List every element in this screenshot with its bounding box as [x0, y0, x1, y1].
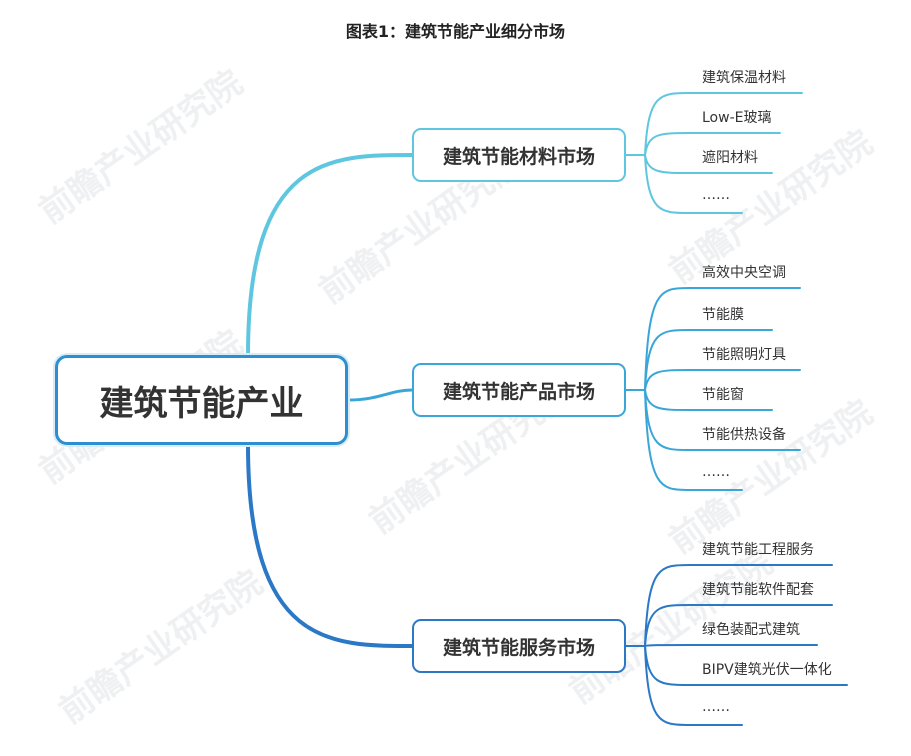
branch-node: 建筑节能服务市场 — [412, 619, 626, 673]
leaf-label: 建筑节能软件配套 — [702, 582, 814, 598]
leaf-connector — [644, 154, 743, 214]
leaf-label: 节能窗 — [702, 387, 744, 403]
leaf-connector — [644, 564, 833, 647]
leaf-connector — [644, 92, 803, 156]
root-node: 建筑节能产业 — [55, 355, 348, 445]
leaf-label: 遮阳材料 — [702, 150, 758, 166]
branch-node: 建筑节能材料市场 — [412, 128, 626, 182]
leaf-connector — [644, 329, 773, 391]
leaf-label: 节能供热设备 — [702, 427, 786, 443]
leaf-label: BIPV建筑光伏一体化 — [702, 662, 832, 678]
leaf-connector — [644, 644, 818, 647]
root-branch-connector — [346, 388, 414, 402]
chart-title: 图表1：建筑节能产业细分市场 — [345, 22, 566, 41]
leaf-connector — [644, 389, 743, 491]
leaf-connector — [644, 645, 743, 726]
leaf-label: 高效中央空调 — [702, 265, 786, 281]
root-branch-connector — [246, 153, 414, 357]
leaf-label: 节能膜 — [702, 307, 744, 323]
leaf-label: …… — [702, 699, 730, 715]
leaf-label: 绿色装配式建筑 — [702, 622, 800, 638]
leaf-connector — [644, 604, 833, 647]
leaf-connector — [644, 369, 801, 391]
leaf-label: …… — [702, 187, 730, 203]
leaf-label: 建筑节能工程服务 — [702, 542, 814, 558]
leaf-connector — [644, 132, 781, 156]
branch-node: 建筑节能产品市场 — [412, 363, 626, 417]
leaf-label: 建筑保温材料 — [702, 70, 786, 86]
leaf-label: Low-E玻璃 — [702, 110, 772, 126]
leaf-label: 节能照明灯具 — [702, 347, 786, 363]
leaf-connector — [644, 287, 801, 391]
leaf-connector — [644, 154, 773, 174]
leaf-label: …… — [702, 464, 730, 480]
root-branch-connector — [246, 443, 414, 648]
